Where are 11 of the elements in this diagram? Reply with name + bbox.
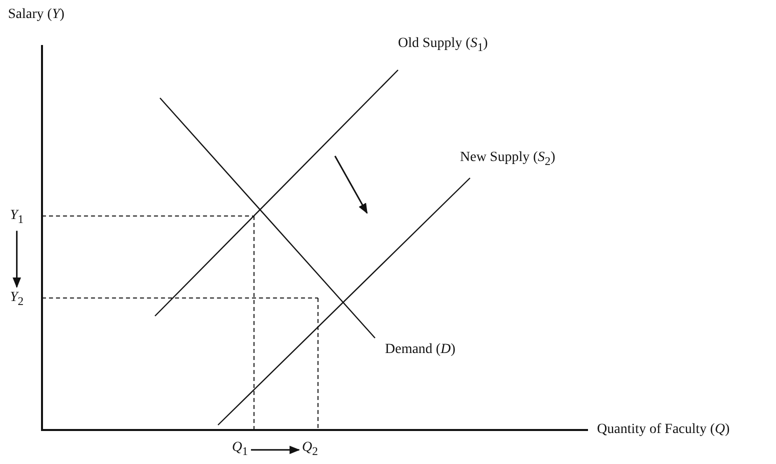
curve-label: Old Supply (S$_{1}$) [398, 36, 488, 56]
axis-value-label: Q$_{1}$ [232, 440, 248, 460]
curve-label: New Supply (S$_{2}$) [460, 150, 556, 170]
axis-title: Salary (Y) [8, 7, 64, 23]
axis-value-label: Y$_{2}$ [10, 290, 24, 310]
axis-value-label: Q$_{2}$ [302, 440, 318, 460]
arrow [250, 446, 300, 454]
axis-value-label: Y$_{1}$ [10, 208, 24, 228]
arrow [12, 230, 22, 288]
axis-title: Quantity of Faculty (Q) [597, 422, 730, 438]
curve-label: Demand (D) [385, 342, 456, 358]
